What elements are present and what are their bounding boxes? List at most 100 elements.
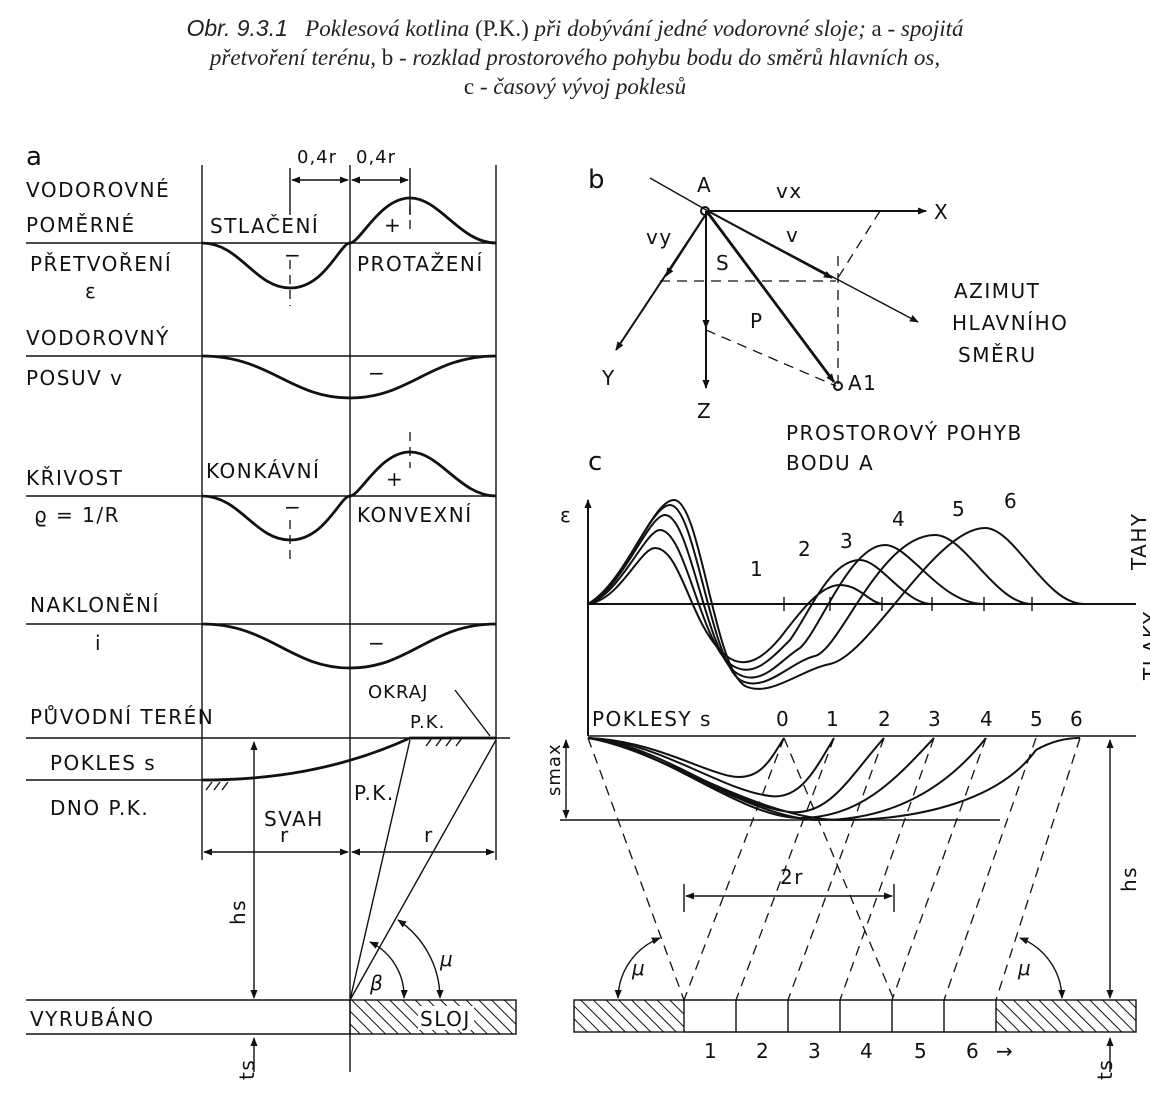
original-terrain-label: PŮVODNÍ TERÉN xyxy=(30,705,214,729)
panel-c-letter: c xyxy=(588,447,602,477)
slope-label: SVAH xyxy=(264,807,324,831)
curve-label-5: 5 xyxy=(952,497,966,521)
stage-label-2: 2 xyxy=(756,1039,770,1063)
vy-vector xyxy=(665,210,709,277)
caption-text: c - xyxy=(463,74,488,99)
pressure-label: TLAKY xyxy=(1139,610,1150,681)
tension-label: TAHY xyxy=(1127,512,1150,571)
azimuth-label-3: SMĚRU xyxy=(958,343,1037,367)
two-r-label: 2r xyxy=(780,865,804,889)
caption-text: rozklad prostorového pohybu bodu do směr… xyxy=(412,45,941,70)
edge-label-1: OKRAJ xyxy=(368,682,428,703)
x-axis-label: X xyxy=(934,200,949,224)
vx-label: vx xyxy=(776,179,803,203)
strain-curve-3 xyxy=(587,513,985,679)
panel-a-letter: a xyxy=(26,142,42,172)
strain-curve-5 xyxy=(587,498,1085,690)
minus-sign: − xyxy=(284,243,302,267)
curve-label-1: 1 xyxy=(750,557,764,581)
slope-pk-label: P.K. xyxy=(354,781,395,805)
edge-leader xyxy=(454,689,491,737)
subsid-tick-6: 6 xyxy=(1070,707,1084,731)
motion-label-1: PROSTOROVÝ POHYB xyxy=(786,421,1023,445)
mu-right-label: μ xyxy=(1017,956,1032,980)
azimuth-label-2: HLAVNÍHO xyxy=(952,311,1068,335)
caption-text: při dobývání jedné vodorovné sloje; xyxy=(534,16,866,41)
mu-label: μ xyxy=(439,947,454,971)
caption-text: přetvoření terénu, xyxy=(209,45,376,70)
curve-label-3: 3 xyxy=(840,529,854,553)
subsid-tick-5: 5 xyxy=(1030,707,1044,731)
ts-right-label: ts xyxy=(1093,1059,1117,1080)
displacement-label-2: POSUV v xyxy=(26,366,124,390)
hs-label: hs xyxy=(226,899,250,925)
strain-curve-1 xyxy=(587,546,885,664)
stage-label-6: 6 xyxy=(966,1039,980,1063)
beta-label: β xyxy=(369,971,384,995)
ground-hatch xyxy=(425,737,463,747)
panel-b: b A X vx AZIMUT HLAVNÍHO SMĚRU v Y vy Z … xyxy=(588,165,1068,475)
mu-angle-arc xyxy=(397,919,444,999)
stage-label-1: 1 xyxy=(704,1039,718,1063)
tilt-label: NAKLONĚNÍ xyxy=(30,593,160,617)
displacement-curve xyxy=(201,354,497,400)
panel-c: c ε TAHY TLAKY 1 2 3 4 5 6 xyxy=(544,447,1150,1080)
p-label: P xyxy=(750,309,764,333)
subsidence-label: POKLES s xyxy=(50,751,156,775)
seam-label: SLOJ xyxy=(420,1007,471,1031)
seam-hatch-left xyxy=(573,999,685,1033)
caption-text: a - xyxy=(871,16,896,41)
hs-right-label: hs xyxy=(1117,866,1141,892)
tilt-symbol: i xyxy=(95,631,102,655)
ground-hatch xyxy=(205,781,229,791)
strain-curve xyxy=(201,196,497,290)
subsid-curve-1 xyxy=(587,737,785,778)
v-label: v xyxy=(786,223,799,247)
s-label: S xyxy=(716,251,730,275)
subsid-curve-2 xyxy=(587,737,835,798)
vy-label: vy xyxy=(646,225,673,249)
stage-label-3: 3 xyxy=(808,1039,822,1063)
subsid-tick-2: 2 xyxy=(878,707,892,731)
curve-label-2: 2 xyxy=(798,537,812,561)
subsid-tick-3: 3 xyxy=(928,707,942,731)
smax-label: smax xyxy=(544,743,565,796)
panel-dividers xyxy=(735,1000,945,1032)
construction-line xyxy=(835,210,881,282)
p-vector xyxy=(706,212,836,383)
strain-label-1: VODOROVNÉ xyxy=(26,178,170,202)
strain-evolution-curves xyxy=(587,498,1085,690)
caption-line-2: přetvoření terénu, b - rozklad prostorov… xyxy=(0,43,1150,72)
bottom-label: DNO P.K. xyxy=(50,796,149,820)
mu-left-label: μ xyxy=(631,956,646,980)
v-vector xyxy=(707,210,833,279)
mined-label: VYRUBÁNO xyxy=(30,1007,155,1031)
point-a-label: A xyxy=(697,173,712,197)
seam-hatch-right xyxy=(995,999,1137,1033)
dim-04r-right: 0,4r xyxy=(356,147,396,168)
strain-curve-4 xyxy=(587,503,1033,685)
caption-line-1: Obr. 9.3.1 Poklesová kotlina (P.K.) při … xyxy=(0,14,1150,43)
draw-line-beta xyxy=(349,739,411,1001)
subsid-label: POKLESY s xyxy=(592,707,712,731)
panel-a: a 0,4r 0,4r VODOROVNÉ POMĚRNÉ PŘETVOŘENÍ… xyxy=(26,142,517,1080)
curvature-symbol: ϱ = 1/R xyxy=(34,503,120,527)
z-axis-label: Z xyxy=(697,399,712,423)
ts-label: ts xyxy=(235,1059,259,1080)
panel-b-letter: b xyxy=(588,165,605,195)
extension-label: PROTAŽENÍ xyxy=(357,252,484,276)
curve-label-6: 6 xyxy=(1004,489,1018,513)
plus-sign: + xyxy=(386,467,404,491)
stage-label-5: 5 xyxy=(914,1039,928,1063)
edge-label-2: P.K. xyxy=(410,712,445,733)
r-left-label: r xyxy=(280,823,290,847)
minus-sign: − xyxy=(284,495,302,519)
r-right-label: r xyxy=(424,823,434,847)
concave-label: KONKÁVNÍ xyxy=(206,459,320,483)
stage-label-4: 4 xyxy=(860,1039,874,1063)
strain-curve-2 xyxy=(587,528,933,671)
strain-label-3: PŘETVOŘENÍ xyxy=(30,252,172,276)
compression-label: STLAČENÍ xyxy=(210,214,319,238)
convex-label: KONVEXNÍ xyxy=(357,503,473,527)
seam-label-bg xyxy=(418,1006,474,1030)
